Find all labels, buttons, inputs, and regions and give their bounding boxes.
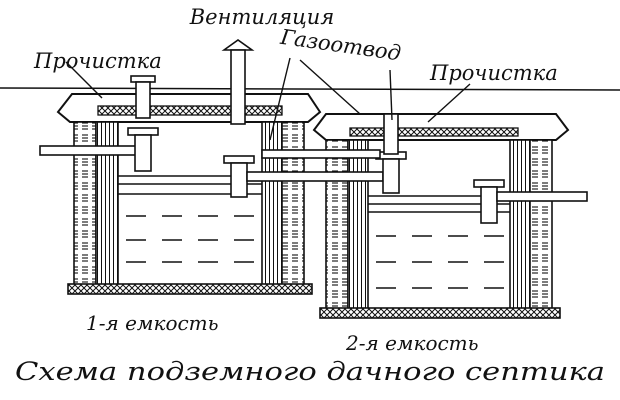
tank-1-wall-right-inner <box>261 121 283 287</box>
tank-1-label: 1-я емкость <box>86 311 219 335</box>
tank-2-wall-right-outer <box>529 139 553 311</box>
tank-1-inlet-tee <box>134 134 152 172</box>
gas-vent-label: Газоотвод <box>278 25 402 66</box>
tank-1-inlet-tee-cap <box>127 127 159 136</box>
tank-2-floor <box>319 307 561 319</box>
tank-2-outlet-tee-cap <box>473 179 505 188</box>
gas-vent-pipe <box>261 149 381 159</box>
tank-1-wall-right-outer <box>281 121 305 287</box>
cleanout-left-label: Прочистка <box>33 49 162 73</box>
tank-1-outlet-tee-cap <box>223 155 255 164</box>
tank-2 <box>312 113 570 319</box>
diagram-title: Схема подземного дачного септика <box>15 357 605 386</box>
tank-1-outlet-tee <box>230 162 248 198</box>
tank-2-outlet-tee <box>480 186 498 224</box>
connecting-pipe <box>246 171 384 182</box>
tank-2-label: 2-я емкость <box>345 331 479 355</box>
tank-2-wall-left-outer <box>325 139 349 311</box>
ventilation-cap <box>221 39 255 51</box>
cleanout-pipe-1-cap <box>130 75 156 83</box>
ventilation-pipe <box>230 49 246 125</box>
tank-1-slab <box>97 105 283 116</box>
ventilation-label: Вентиляция <box>189 5 335 29</box>
tank-2-wall-left-inner <box>347 139 369 311</box>
cleanout-pipe-2 <box>383 113 399 155</box>
cleanout-pipe-1 <box>135 81 151 119</box>
cleanout-right-label: Прочистка <box>429 61 558 85</box>
outlet-pipe <box>496 191 588 202</box>
tank-1 <box>56 93 322 295</box>
inlet-pipe <box>39 145 137 156</box>
ground-line <box>0 87 620 91</box>
tank-2-slab <box>349 127 519 137</box>
pipes <box>39 39 588 224</box>
leader-lines <box>65 57 471 141</box>
tank-1-floor <box>67 283 313 295</box>
tank-2-wall-right-inner <box>509 139 531 311</box>
tank-2-inlet-tee <box>382 158 400 194</box>
